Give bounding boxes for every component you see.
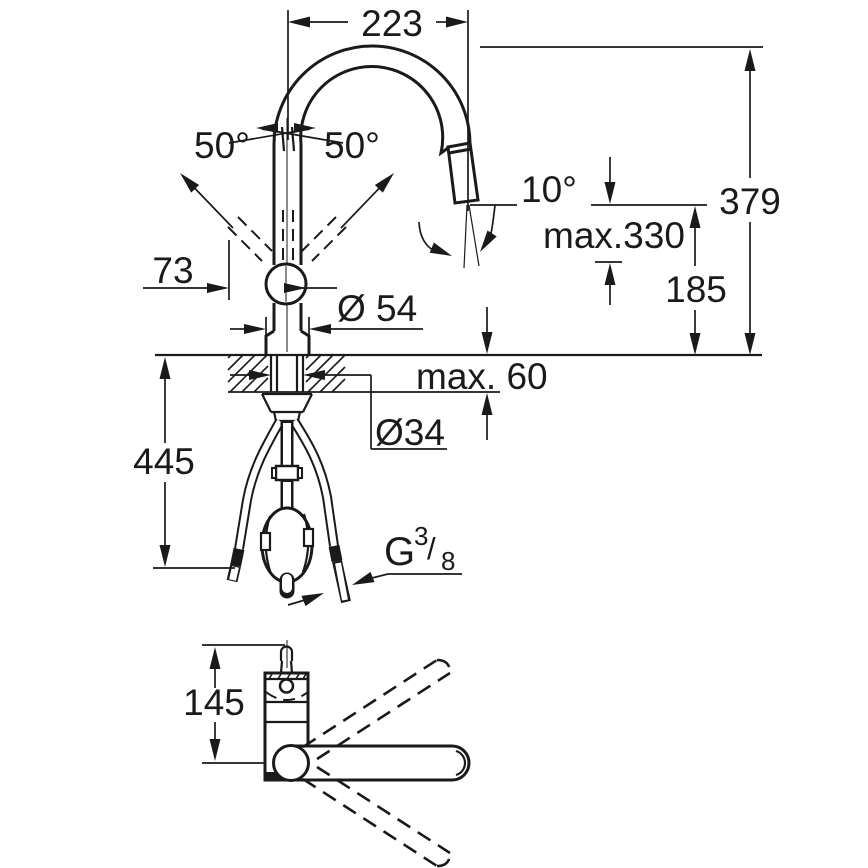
swivel-rotation-arrows [228,123,344,152]
thread-callout: G 3 / 8 [287,512,462,607]
plan-lever-dashed-down [302,765,452,868]
dim-hole-diameter: Ø34 [230,370,447,453]
dim-projection-label: 223 [361,3,423,44]
dim-body-diameter: Ø 54 [230,288,423,352]
ball-joint [264,262,337,306]
dim-outlet-height-label: 185 [665,269,727,310]
dim-swivel-right-label: 50° [324,125,380,166]
dim-hose-length: 445 [133,357,235,569]
dim-hose-length-label: 445 [133,441,195,482]
dim-pullout-label: max.330 [543,215,685,256]
dim-projection: 223 [287,3,469,211]
plan-lever-pivot [272,744,310,782]
swivel-range-dashed-lines [180,173,394,262]
dim-hole-diameter-label: Ø34 [375,412,445,453]
dim-total-height: 379 [480,46,781,355]
dim-outlet-height: 185 [470,204,727,355]
dim-body-diameter-label: Ø 54 [337,288,417,329]
spout-outline [264,44,472,355]
dim-pullout: max.330 [543,157,685,305]
spray-head [418,141,497,269]
countertop [155,353,762,393]
mounting-nut [261,392,313,423]
plan-lever-dashed-up [302,658,452,761]
dim-total-height-label: 379 [719,181,781,222]
dim-deck-thickness-label: max. 60 [416,356,548,397]
dim-lever-height-label: 145 [183,682,245,723]
plan-view: 145 [183,640,471,868]
dim-spray-angle: 10° [521,169,577,210]
dim-lever-height: 145 [183,644,285,764]
thread-size-label: G 3 / 8 [384,512,455,576]
dim-spray-angle-label: 10° [521,169,577,210]
plan-lever-solid [291,744,471,782]
dim-handle-offset-label: 73 [152,250,193,291]
dim-handle-offset: 73 [143,240,230,300]
hose-weight [259,506,315,599]
countertop-hatching [227,354,346,393]
supply-hoses [226,418,351,604]
dim-swivel-left-label: 50° [194,125,250,166]
dim-deck-thickness: max. 60 [416,307,548,440]
